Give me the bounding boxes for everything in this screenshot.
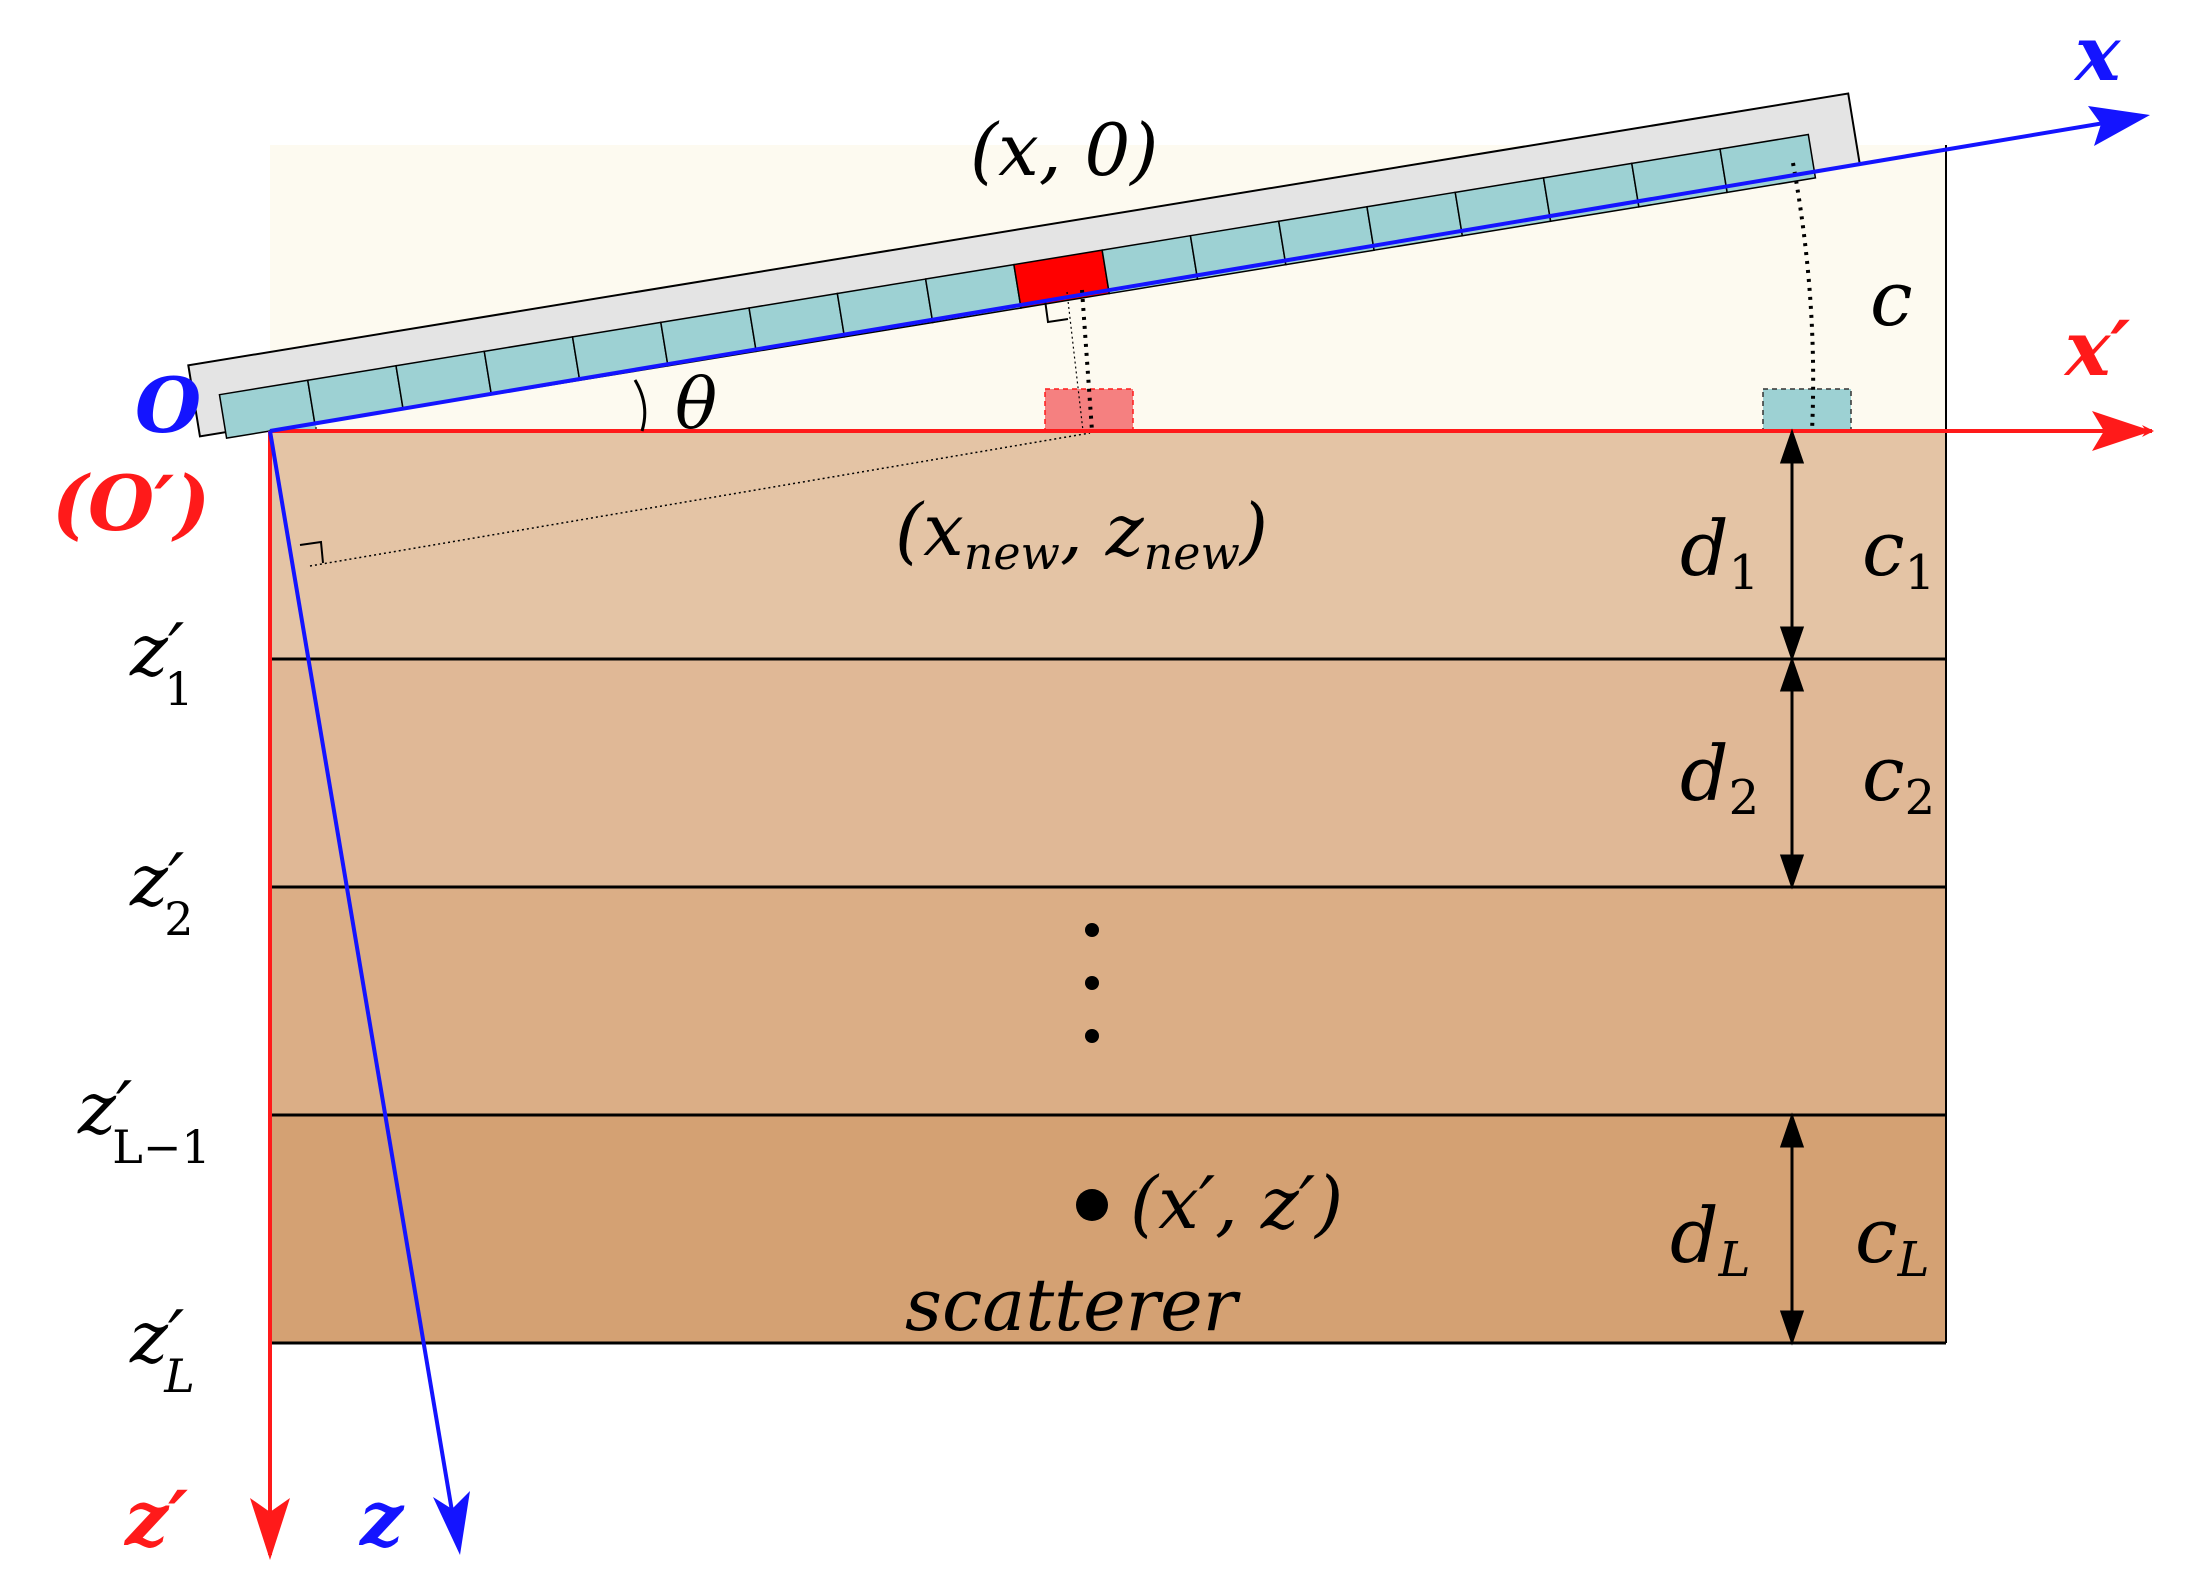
ellipsis-dot [1085, 923, 1099, 937]
thickness-symbol: d [1680, 504, 1729, 593]
arrowhead-icon [1779, 854, 1805, 890]
ultrasound-probe [187, 92, 1861, 439]
arrowhead-icon [1779, 1112, 1805, 1148]
scatterer-label: scatterer [905, 1263, 1241, 1347]
new-pos-subscript: new [1144, 526, 1240, 580]
speed-subscript: 2 [1905, 770, 1936, 826]
probe-element-array [218, 133, 1817, 439]
layer-2 [270, 659, 1946, 887]
interface-label-zL: z′L [129, 1295, 195, 1403]
active-element-projection-line [1080, 289, 1094, 432]
speed-symbol: c [1855, 1191, 1898, 1280]
new-pos-part: (x [895, 488, 964, 572]
interface-subscript: 2 [164, 892, 193, 946]
new-pos-subscript: new [964, 526, 1060, 580]
projected-element-end [1762, 388, 1852, 432]
layer-4 [270, 1115, 1946, 1343]
right-angle-marker-bottom [299, 540, 324, 564]
interface-label-zL-1: z′L−1 [77, 1066, 211, 1174]
new-position-label: (xnew, znew) [895, 488, 1268, 580]
new-pos-part: ) [1238, 488, 1268, 572]
arrowhead-icon [1779, 656, 1805, 692]
speed-label-cL: cL [1855, 1191, 1929, 1288]
active-element-thin-projection [1066, 291, 1084, 432]
speed-label-c1: c1 [1862, 504, 1935, 601]
thickness-subscript: L [1718, 1232, 1751, 1288]
angle-theta-arc [633, 379, 647, 432]
speed-subscript: 1 [1905, 545, 1936, 601]
thickness-label-dL: dL [1670, 1191, 1751, 1288]
right-angle-marker-top [1044, 299, 1069, 324]
interface-label-z2: z′2 [129, 838, 194, 946]
new-pos-part: , z [1060, 488, 1145, 572]
z-axis-perpendicular-line [309, 432, 1091, 567]
origin-prime-label: (O′) [52, 459, 210, 548]
x-axis-line [269, 115, 2141, 433]
x-arrow-icon [2088, 106, 2150, 146]
projected-active-element [1044, 388, 1134, 432]
thickness-symbol: d [1680, 729, 1729, 818]
arrowhead-icon [1779, 428, 1805, 464]
origin-label: O [135, 361, 201, 450]
z-arrow-icon [433, 1491, 470, 1555]
layer-1 [270, 431, 1946, 659]
angle-label: θ [675, 363, 717, 445]
interface-subscript: 1 [164, 662, 193, 716]
medium-c-label: c [1870, 254, 1913, 343]
thickness-label-d2: d2 [1680, 729, 1759, 826]
x-prime-axis-label: x′ [2063, 304, 2130, 393]
interface-subscript: L−1 [112, 1120, 210, 1174]
ellipsis-dot [1085, 1029, 1099, 1043]
arrowhead-icon [1779, 1310, 1805, 1346]
thickness-label-d1: d1 [1680, 504, 1759, 601]
thickness-symbol: d [1670, 1191, 1719, 1280]
thickness-arrows [1779, 428, 1805, 1346]
interface-symbol: z′ [129, 838, 184, 922]
interface-symbol: z′ [129, 608, 184, 692]
z-axis-line [268, 430, 458, 1536]
element-position-label: (x, 0) [970, 108, 1158, 192]
speed-subscript: L [1897, 1232, 1930, 1288]
layer-3 [270, 887, 1946, 1115]
z-axis-label: z [358, 1474, 405, 1563]
z-prime-axis-label: z′ [123, 1474, 188, 1563]
interface-subscript: L [163, 1349, 195, 1403]
speed-symbol: c [1862, 729, 1905, 818]
interface-label-z1: z′1 [129, 608, 194, 716]
thickness-subscript: 1 [1729, 545, 1760, 601]
interface-symbol: z′ [77, 1066, 132, 1150]
probe-element [1719, 133, 1817, 194]
end-element-arc [1791, 162, 1816, 432]
x-axis-label: x [2073, 9, 2122, 98]
ellipsis-dot [1085, 976, 1099, 990]
z-prime-arrow-icon [250, 1498, 290, 1560]
interface-symbol: z′ [129, 1295, 184, 1379]
thickness-subscript: 2 [1729, 770, 1760, 826]
scatterer-point [1076, 1189, 1108, 1221]
scatterer-coordinate-label: (x′, z′) [1130, 1161, 1343, 1245]
speed-symbol: c [1862, 504, 1905, 593]
arrowhead-icon [1779, 626, 1805, 662]
x-prime-arrow-icon [2092, 411, 2152, 451]
speed-label-c2: c2 [1862, 729, 1935, 826]
